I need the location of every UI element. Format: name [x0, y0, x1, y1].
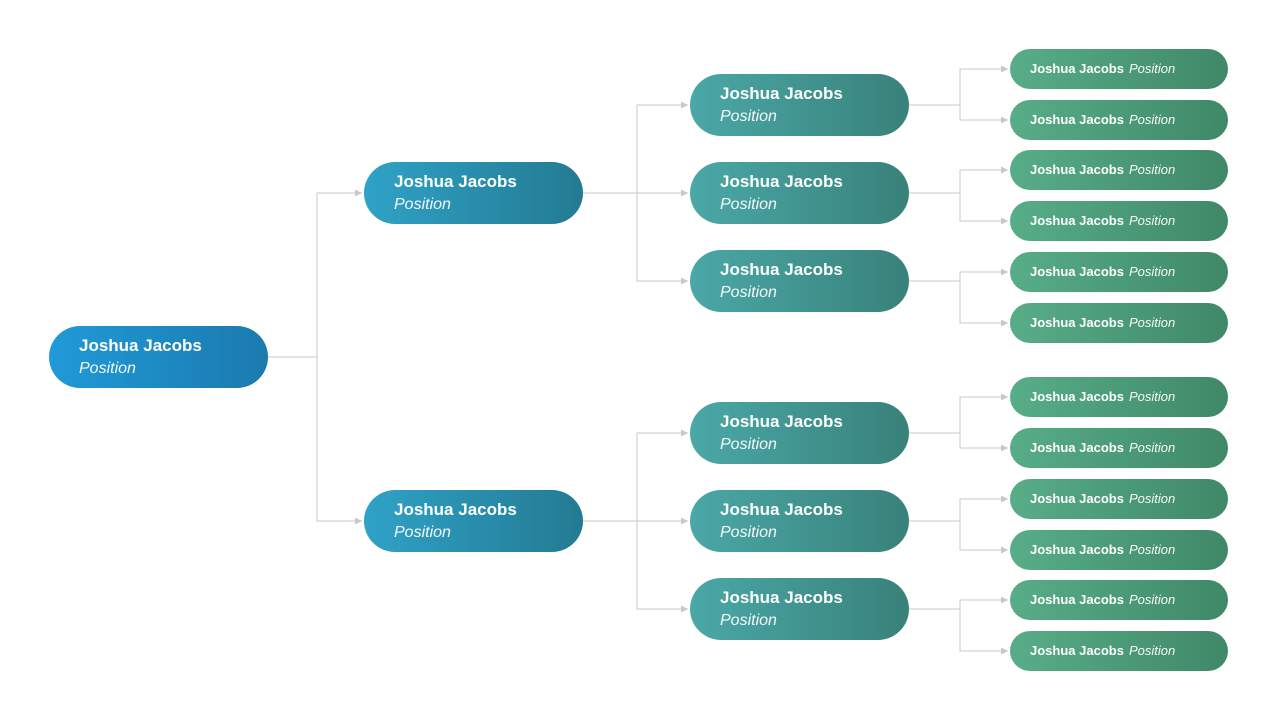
- level2-node: Joshua Jacobs Position: [690, 162, 909, 224]
- node-name: Joshua Jacobs: [79, 335, 202, 355]
- level3-node: Joshua Jacobs Position: [1010, 201, 1228, 241]
- connector-c1-to-l2: [959, 105, 1008, 124]
- node-position: Position: [79, 360, 136, 378]
- node-name: Joshua Jacobs: [720, 259, 843, 279]
- level3-node: Joshua Jacobs Position: [1010, 530, 1228, 570]
- level1-node: Joshua Jacobs Position: [364, 162, 583, 224]
- node-name: Joshua Jacobs: [394, 499, 517, 519]
- level3-node: Joshua Jacobs Position: [1010, 377, 1228, 417]
- node-position: Position: [1128, 542, 1176, 558]
- node-position: Position: [1128, 162, 1176, 178]
- node-name: Joshua Jacobs: [1030, 112, 1124, 128]
- connector-c2-to-l4: [959, 193, 1008, 225]
- level2-node: Joshua Jacobs Position: [690, 490, 909, 552]
- node-position: Position: [720, 436, 777, 454]
- level2-node: Joshua Jacobs Position: [690, 402, 909, 464]
- node-position: Position: [720, 196, 777, 214]
- node-name: Joshua Jacobs: [1030, 61, 1124, 77]
- node-position: Position: [1128, 491, 1176, 507]
- node-position: Position: [720, 284, 777, 302]
- connector-b2-to-c6: [636, 521, 688, 613]
- node-position: Position: [1128, 389, 1176, 405]
- connector-c3-to-l6: [959, 281, 1008, 327]
- node-name: Joshua Jacobs: [1030, 389, 1124, 405]
- level3-node: Joshua Jacobs Position: [1010, 631, 1228, 671]
- node-position: Position: [394, 196, 451, 214]
- node-position: Position: [1128, 440, 1176, 456]
- level3-node: Joshua Jacobs Position: [1010, 479, 1228, 519]
- node-position: Position: [1128, 643, 1176, 659]
- connector-c4-to-l7: [909, 393, 1008, 434]
- level3-node: Joshua Jacobs Position: [1010, 252, 1228, 292]
- connector-c2-to-l3: [909, 166, 1008, 194]
- connector-c1-to-l1: [909, 65, 1008, 106]
- node-name: Joshua Jacobs: [1030, 315, 1124, 331]
- level2-node: Joshua Jacobs Position: [690, 250, 909, 312]
- node-position: Position: [1128, 213, 1176, 229]
- connector-b1-to-c1: [583, 101, 688, 194]
- node-name: Joshua Jacobs: [394, 171, 517, 191]
- node-name: Joshua Jacobs: [720, 587, 843, 607]
- level1-node: Joshua Jacobs Position: [364, 490, 583, 552]
- root-node: Joshua Jacobs Position: [49, 326, 268, 388]
- node-name: Joshua Jacobs: [1030, 440, 1124, 456]
- node-position: Position: [394, 524, 451, 542]
- connector-root-to-b1: [268, 189, 362, 358]
- level3-node: Joshua Jacobs Position: [1010, 150, 1228, 190]
- level2-node: Joshua Jacobs Position: [690, 578, 909, 640]
- node-position: Position: [1128, 264, 1176, 280]
- level3-node: Joshua Jacobs Position: [1010, 100, 1228, 140]
- node-name: Joshua Jacobs: [1030, 643, 1124, 659]
- node-name: Joshua Jacobs: [1030, 491, 1124, 507]
- level3-node: Joshua Jacobs Position: [1010, 580, 1228, 620]
- level3-node: Joshua Jacobs Position: [1010, 49, 1228, 89]
- connector-c5-to-l10: [959, 521, 1008, 554]
- node-name: Joshua Jacobs: [720, 499, 843, 519]
- level3-node: Joshua Jacobs Position: [1010, 428, 1228, 468]
- connector-c5-to-l9: [909, 495, 1008, 522]
- node-position: Position: [720, 612, 777, 630]
- connector-b1-to-c3: [636, 193, 688, 285]
- node-position: Position: [1128, 112, 1176, 128]
- node-name: Joshua Jacobs: [1030, 264, 1124, 280]
- connector-b2-to-c4: [583, 429, 688, 522]
- node-position: Position: [720, 108, 777, 126]
- connector-root-to-b2: [316, 357, 362, 525]
- connector-c4-to-l8: [959, 433, 1008, 452]
- node-name: Joshua Jacobs: [1030, 213, 1124, 229]
- connector-c3-to-l5: [909, 268, 1008, 282]
- node-position: Position: [720, 524, 777, 542]
- level3-node: Joshua Jacobs Position: [1010, 303, 1228, 343]
- node-name: Joshua Jacobs: [720, 171, 843, 191]
- node-name: Joshua Jacobs: [720, 411, 843, 431]
- node-position: Position: [1128, 61, 1176, 77]
- node-name: Joshua Jacobs: [1030, 542, 1124, 558]
- connector-c6-to-l11: [909, 596, 1008, 610]
- node-position: Position: [1128, 592, 1176, 608]
- connector-c6-to-l12: [959, 609, 1008, 655]
- level2-node: Joshua Jacobs Position: [690, 74, 909, 136]
- node-position: Position: [1128, 315, 1176, 331]
- node-name: Joshua Jacobs: [1030, 592, 1124, 608]
- node-name: Joshua Jacobs: [720, 83, 843, 103]
- node-name: Joshua Jacobs: [1030, 162, 1124, 178]
